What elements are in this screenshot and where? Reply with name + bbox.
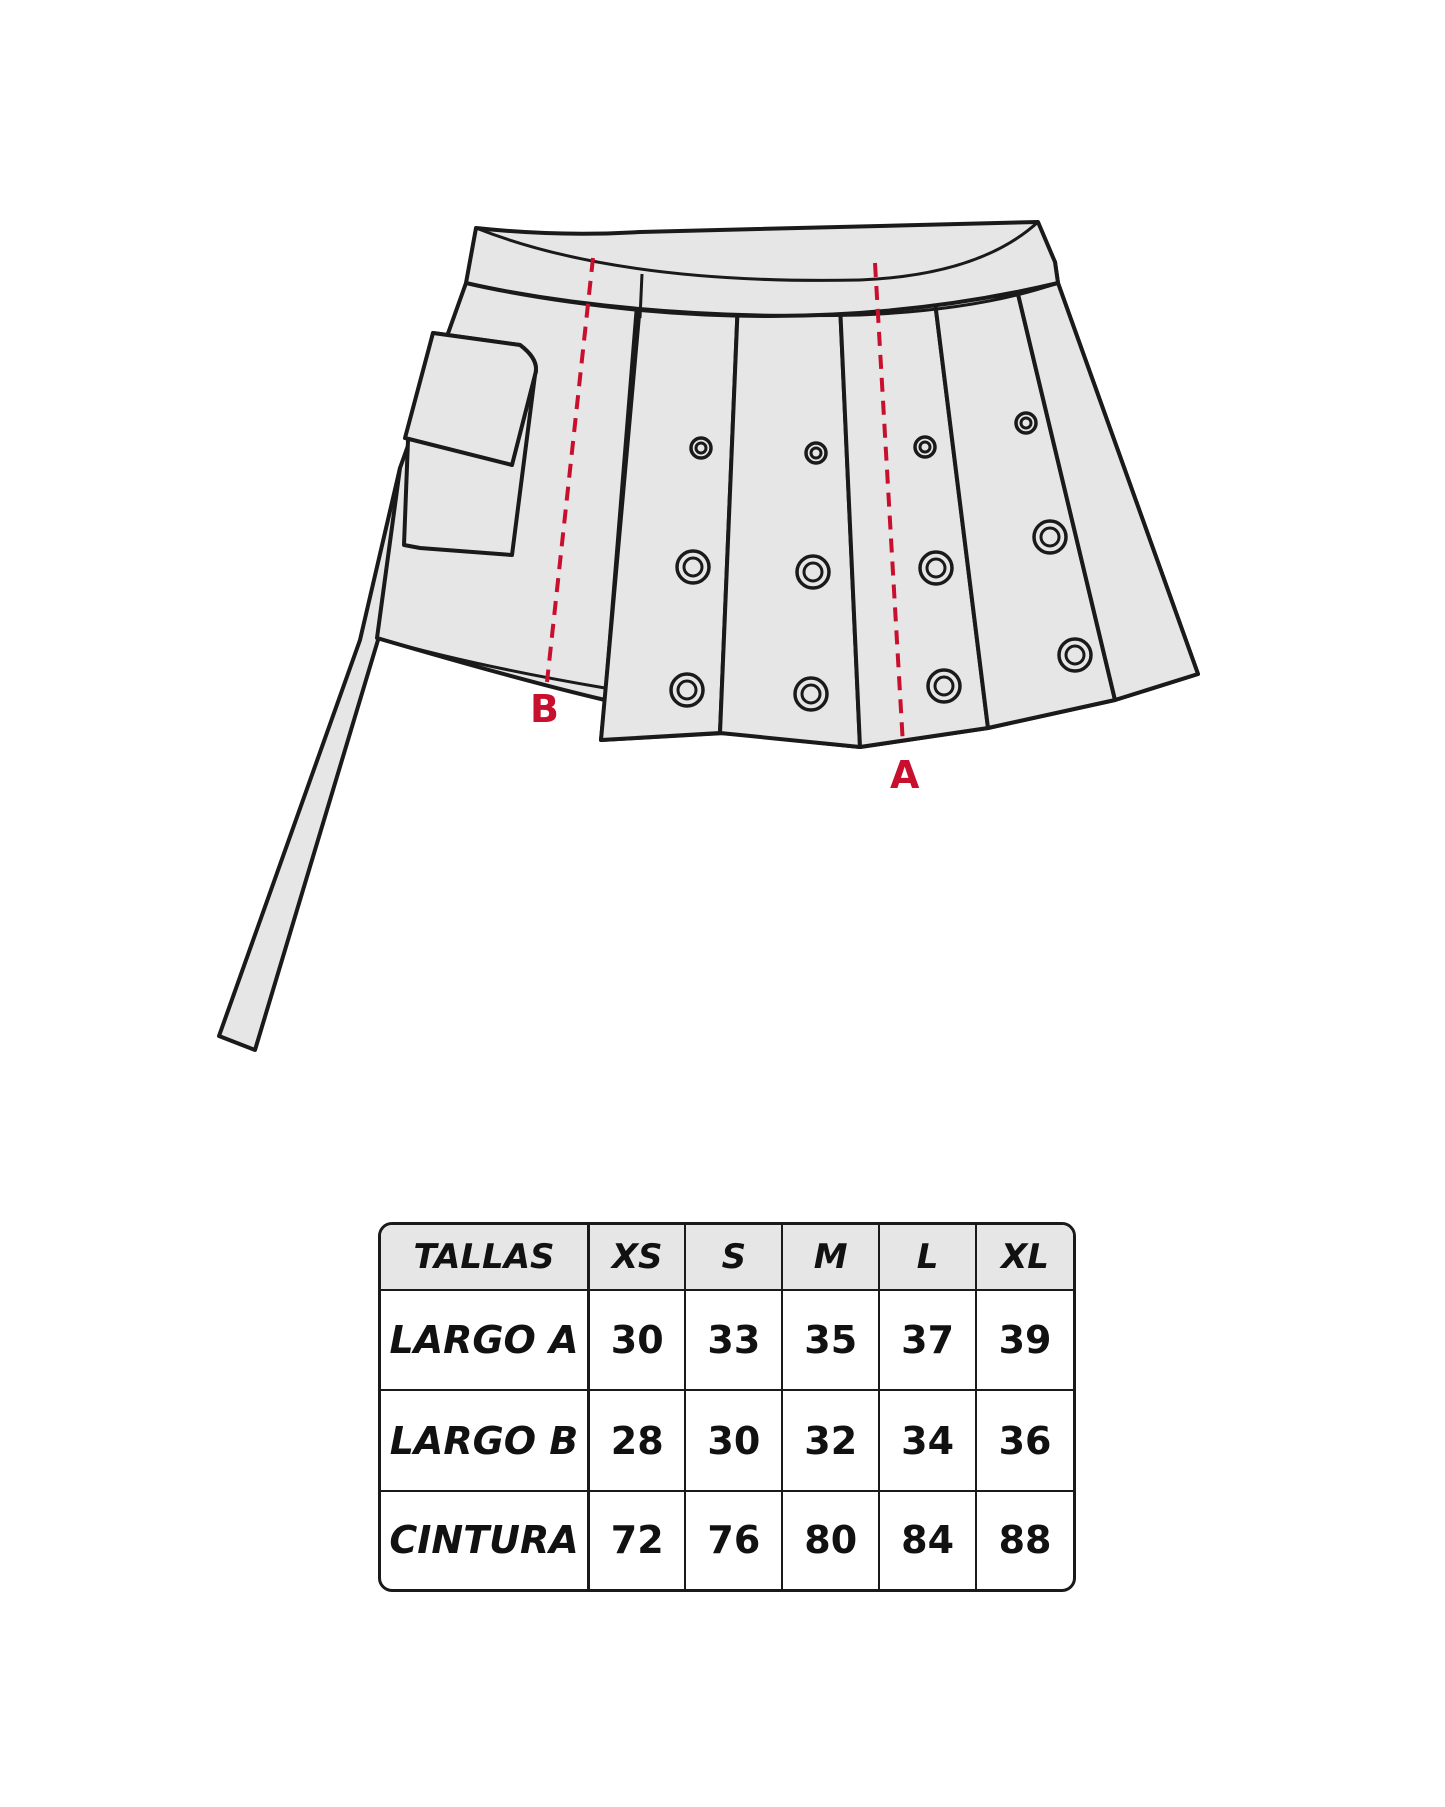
header-label: TALLAS bbox=[381, 1225, 590, 1291]
pleat-seam bbox=[638, 273, 644, 319]
eyelet bbox=[689, 436, 713, 460]
size-header-xs: XS bbox=[587, 1225, 687, 1291]
eyelet bbox=[804, 441, 828, 465]
eyelet bbox=[913, 435, 937, 459]
left-hem-seam bbox=[376, 636, 606, 690]
measure-line-b bbox=[545, 257, 595, 683]
size-header-s: S bbox=[684, 1225, 784, 1291]
table-cell: 32 bbox=[781, 1389, 881, 1492]
size-header-xl: XL bbox=[975, 1225, 1073, 1291]
row-label: CINTURA bbox=[381, 1489, 590, 1589]
eyelet bbox=[918, 550, 954, 586]
size-table-header-row: TALLAS XS S M L XL bbox=[381, 1225, 1073, 1291]
size-table: TALLAS XS S M L XL LARGO A 30 33 35 37 3… bbox=[378, 1222, 1076, 1592]
table-cell: 33 bbox=[684, 1288, 784, 1392]
table-cell: 35 bbox=[781, 1288, 881, 1392]
table-cell: 88 bbox=[975, 1489, 1073, 1589]
eyelet bbox=[1032, 519, 1068, 555]
waistband-bottom-seam bbox=[465, 281, 1059, 318]
eyelet bbox=[675, 549, 711, 585]
table-cell: 76 bbox=[684, 1489, 784, 1589]
size-table-row-cintura: CINTURA 72 76 80 84 88 bbox=[381, 1489, 1073, 1589]
row-label: LARGO A bbox=[381, 1288, 590, 1392]
table-cell: 30 bbox=[684, 1389, 784, 1492]
table-cell: 30 bbox=[587, 1288, 687, 1392]
table-cell: 80 bbox=[781, 1489, 881, 1589]
pleat-panel bbox=[718, 298, 862, 749]
eyelet bbox=[793, 676, 829, 712]
table-cell: 36 bbox=[975, 1389, 1073, 1492]
table-cell: 37 bbox=[878, 1288, 978, 1392]
eyelet bbox=[1014, 411, 1038, 435]
eyelet bbox=[1057, 637, 1093, 673]
measure-line-a bbox=[873, 262, 905, 746]
waistband-top-seam bbox=[475, 220, 1040, 282]
table-cell: 39 bbox=[975, 1288, 1073, 1392]
table-cell: 28 bbox=[587, 1389, 687, 1492]
table-cell: 72 bbox=[587, 1489, 687, 1589]
marker-b: B bbox=[530, 687, 559, 731]
size-table-row-largo-a: LARGO A 30 33 35 37 39 bbox=[381, 1288, 1073, 1392]
table-cell: 34 bbox=[878, 1389, 978, 1492]
size-header-m: M bbox=[781, 1225, 881, 1291]
eyelet bbox=[795, 554, 831, 590]
row-label: LARGO B bbox=[381, 1389, 590, 1492]
table-cell: 84 bbox=[878, 1489, 978, 1589]
size-header-l: L bbox=[878, 1225, 978, 1291]
pocket-flap bbox=[403, 331, 538, 467]
size-table-row-largo-b: LARGO B 28 30 32 34 36 bbox=[381, 1389, 1073, 1492]
marker-a: A bbox=[890, 753, 920, 797]
skirt-diagram: B A bbox=[217, 220, 1200, 1052]
eyelet bbox=[669, 672, 705, 708]
eyelet bbox=[926, 668, 962, 704]
